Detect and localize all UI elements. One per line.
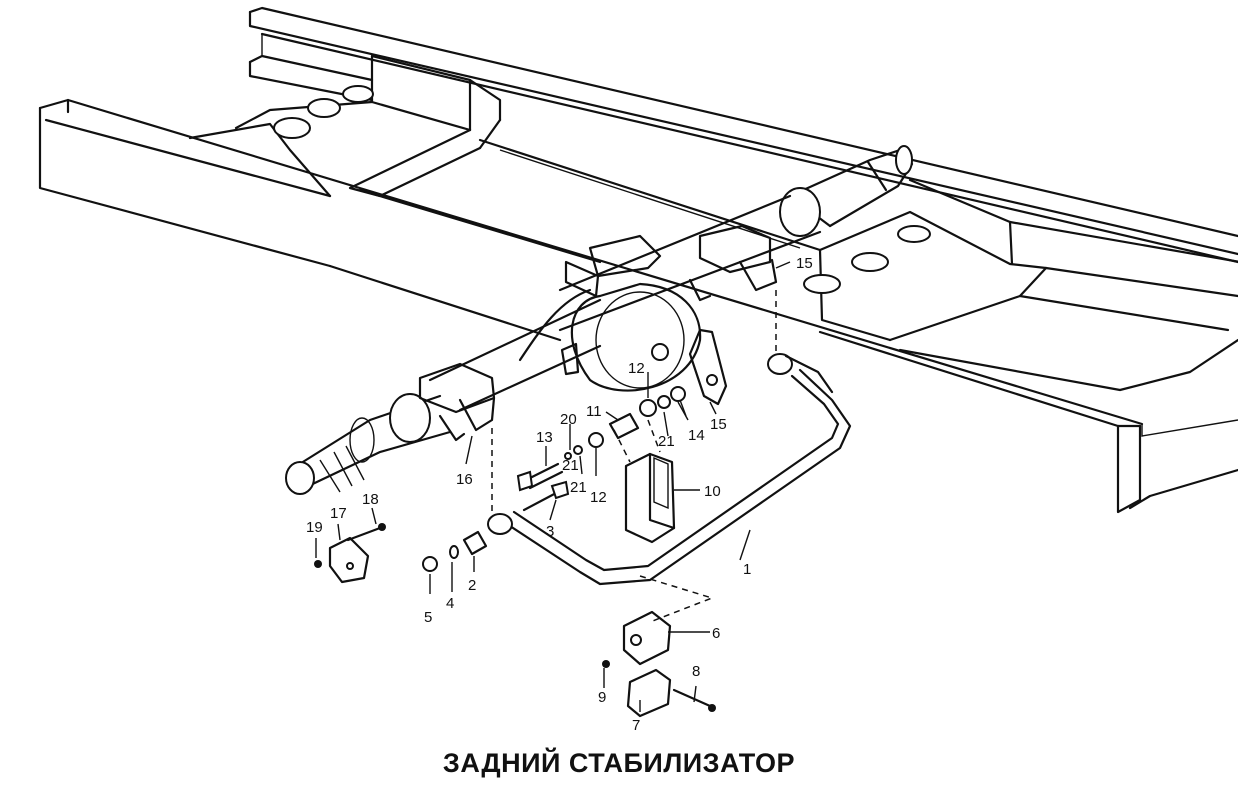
callout-12-bottom: 12 bbox=[590, 489, 607, 506]
callout-9: 9 bbox=[598, 689, 606, 706]
frame-inner-rail bbox=[328, 138, 822, 342]
frame-lower-rail bbox=[38, 98, 1238, 514]
callout-11: 11 bbox=[586, 403, 602, 420]
callout-3: 3 bbox=[546, 523, 554, 540]
front-cross-member bbox=[803, 178, 1238, 392]
callout-5: 5 bbox=[424, 609, 432, 626]
callout-19: 19 bbox=[306, 519, 323, 536]
callout-6: 6 bbox=[712, 625, 720, 642]
callout-14: 14 bbox=[688, 427, 705, 444]
callout-18: 18 bbox=[362, 491, 379, 508]
callout-21-small: 21 bbox=[562, 457, 579, 474]
rear-cross-member bbox=[188, 54, 502, 198]
callout-1: 1 bbox=[743, 561, 751, 578]
stabilizer-bar bbox=[487, 353, 852, 586]
callout-13: 13 bbox=[536, 429, 553, 446]
callout-12-top: 12 bbox=[628, 360, 645, 377]
bolt-3 bbox=[522, 480, 570, 512]
diagram-title: ЗАДНИЙ СТАБИЛИЗАТОР bbox=[442, 748, 796, 778]
callout-16: 16 bbox=[456, 471, 473, 488]
frame-link-bracket bbox=[688, 328, 728, 406]
callout-15-right: 15 bbox=[710, 416, 727, 433]
frame-upper-rail bbox=[248, 6, 1238, 264]
callout-10: 10 bbox=[704, 483, 721, 500]
bushing-2-washer-4-nut-5 bbox=[422, 530, 488, 572]
callout-15-top: 15 bbox=[796, 255, 813, 272]
callout-7: 7 bbox=[632, 717, 640, 734]
callout-21-mid: 21 bbox=[658, 433, 675, 450]
callout-21-left: 21 bbox=[570, 479, 587, 496]
callout-8: 8 bbox=[692, 663, 700, 680]
callout-20: 20 bbox=[560, 411, 577, 428]
assembly-dash-lines bbox=[491, 290, 777, 623]
callout-17: 17 bbox=[330, 505, 347, 522]
plate-17-bolt-18-nut-19 bbox=[314, 523, 386, 584]
bolt-13 bbox=[516, 462, 564, 492]
washers-12-14 bbox=[564, 386, 686, 460]
leader-lines bbox=[315, 261, 791, 712]
rear-axle bbox=[285, 145, 914, 495]
callout-4: 4 bbox=[446, 595, 454, 612]
clamp-6-7-bolt-8-nut-9 bbox=[602, 610, 716, 718]
callout-labels: 1 2 3 4 5 6 7 8 9 10 11 12 12 13 14 15 1… bbox=[306, 255, 813, 734]
callout-2: 2 bbox=[468, 577, 476, 594]
bracket-10 bbox=[624, 452, 676, 544]
